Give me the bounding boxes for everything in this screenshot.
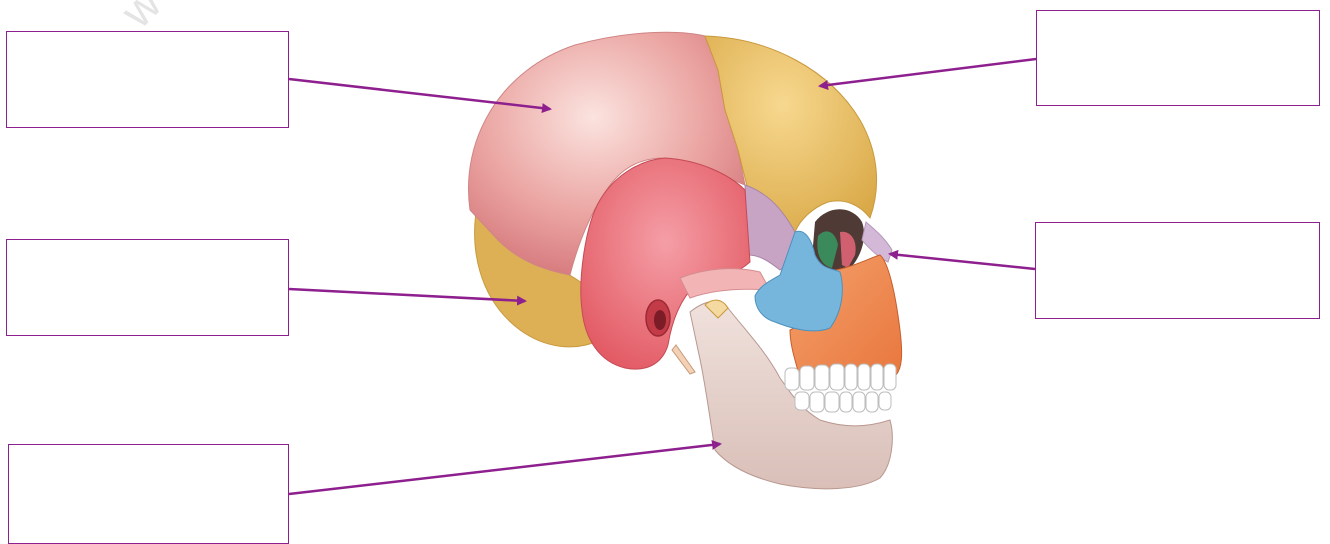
label-box-top-right[interactable] [1036,10,1320,106]
label-box-mid-right[interactable] [1035,222,1320,319]
upper-teeth [785,364,896,390]
label-box-bottom-left-text [9,445,288,461]
label-box-mid-right-text [1036,223,1319,239]
label-box-mid-left-text [7,240,288,256]
label-box-top-left[interactable] [6,31,289,128]
arrow-nasal [890,254,1035,269]
styloid-process [672,345,695,374]
arrow-mandible [289,444,720,494]
lower-teeth [795,392,891,412]
label-box-top-right-text [1037,11,1319,27]
label-box-mid-left[interactable] [6,239,289,336]
arrow-frontal [820,59,1036,86]
label-box-bottom-left[interactable] [8,444,289,544]
label-box-top-left-text [7,32,288,48]
